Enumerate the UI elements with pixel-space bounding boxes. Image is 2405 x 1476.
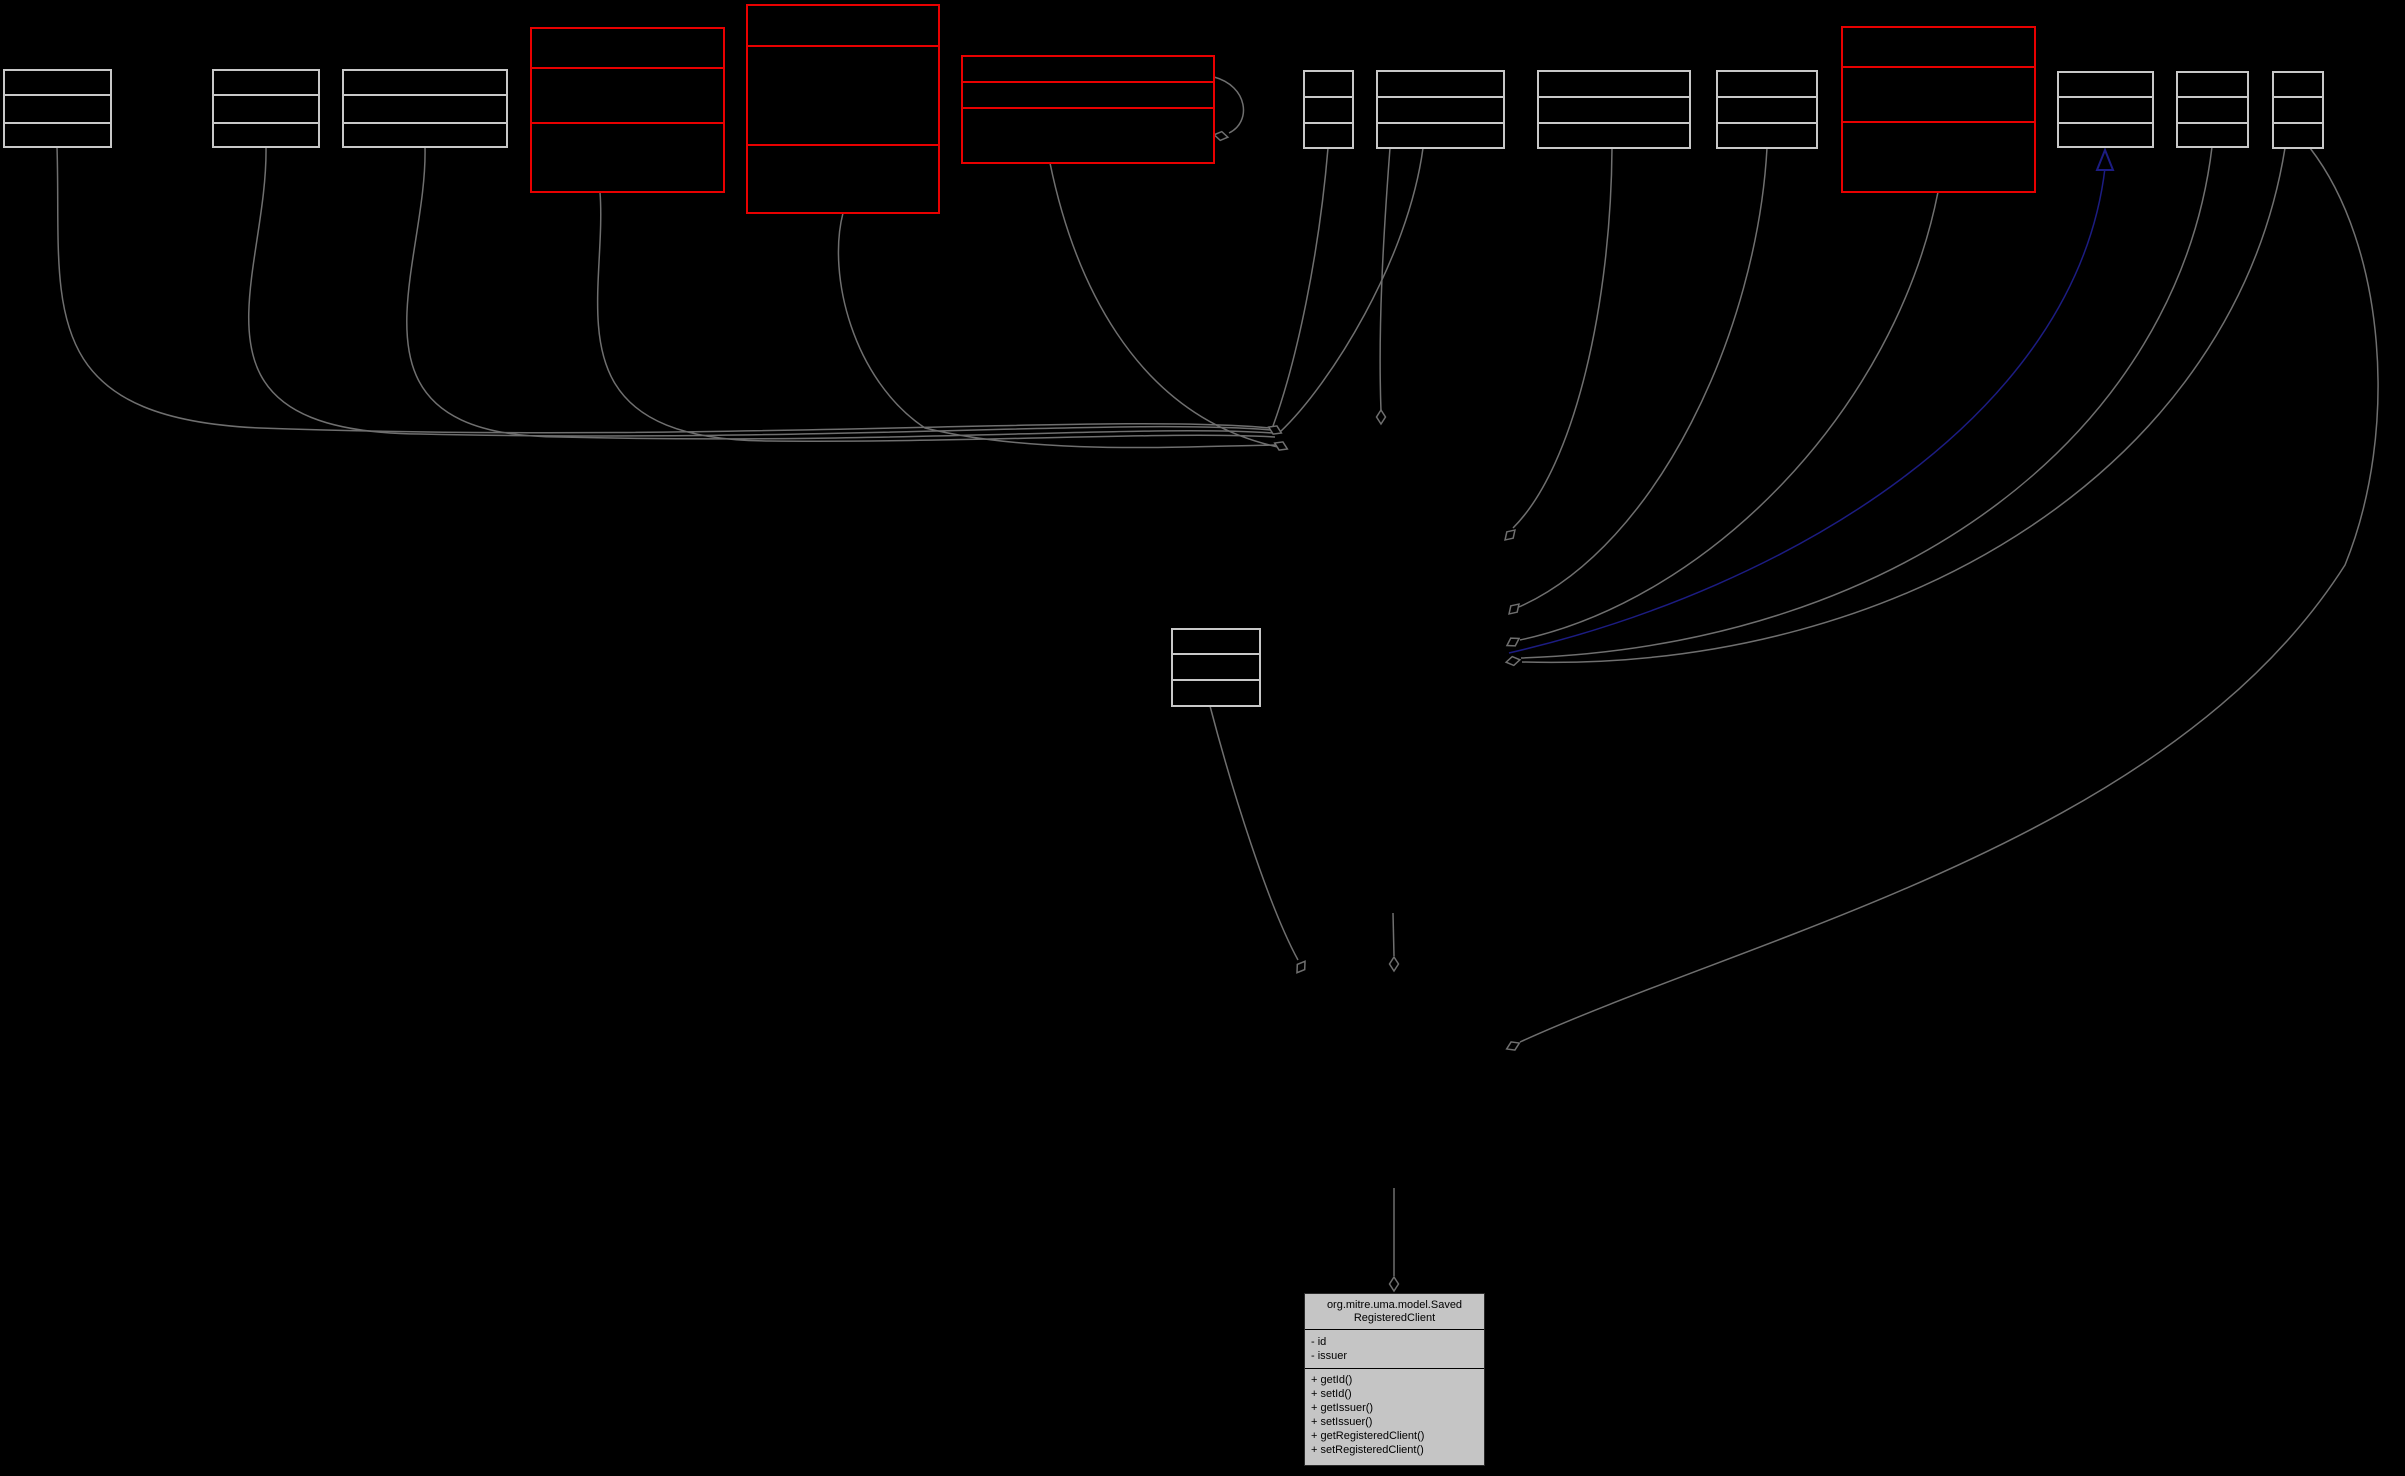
open-diamond-icon xyxy=(1375,408,1387,426)
aggregation-edge xyxy=(1279,147,1424,433)
aggregation-edge xyxy=(1379,147,1391,412)
class-method: + setIssuer() xyxy=(1311,1416,1373,1428)
class-method: + getIssuer() xyxy=(1311,1402,1374,1414)
aggregation-edge xyxy=(1392,912,1395,957)
aggregation-edge xyxy=(1519,191,1939,641)
class-node-13[interactable] xyxy=(2176,71,2249,148)
aggregation-edge xyxy=(1521,147,2286,664)
class-node-saved-registered-client: org.mitre.uma.model.Saved RegisteredClie… xyxy=(1304,1293,1485,1466)
aggregation-edge xyxy=(248,146,1272,437)
inheritance-edge xyxy=(1508,167,2106,654)
aggregation-edge xyxy=(406,146,1274,440)
class-node-7[interactable] xyxy=(1303,70,1354,149)
aggregation-edge xyxy=(596,191,1276,442)
aggregation-edge xyxy=(837,212,1279,449)
open-diamond-icon xyxy=(1508,603,1520,615)
class-node-4[interactable] xyxy=(530,27,725,193)
open-diamond-icon xyxy=(1388,1275,1400,1293)
class-node-3[interactable] xyxy=(342,69,508,148)
class-method: + getRegisteredClient() xyxy=(1311,1430,1425,1442)
class-node-1[interactable] xyxy=(3,69,112,148)
open-diamond-icon xyxy=(1267,425,1283,435)
class-methods: + getId() + setId() + getIssuer() + setIssu… xyxy=(1305,1369,1484,1457)
aggregation-edge xyxy=(1049,162,1279,448)
class-attribute: - issuer xyxy=(1311,1350,1348,1362)
class-node-12[interactable] xyxy=(2057,71,2154,148)
class-node-5[interactable] xyxy=(746,4,940,214)
inheritance-arrow-icon xyxy=(2095,147,2115,171)
class-attribute: - id xyxy=(1311,1336,1327,1348)
aggregation-edge xyxy=(1519,147,2379,1043)
aggregation-edge xyxy=(1520,146,2213,659)
open-diamond-icon xyxy=(1212,130,1230,142)
class-node-15[interactable] xyxy=(1171,628,1261,707)
aggregation-edge xyxy=(1272,147,1329,427)
open-diamond-icon xyxy=(1273,441,1289,451)
class-node-6[interactable] xyxy=(961,55,1215,164)
aggregation-edge xyxy=(1518,147,1768,608)
open-diamond-icon xyxy=(1504,529,1516,541)
class-node-8[interactable] xyxy=(1376,70,1505,149)
class-node-11[interactable] xyxy=(1841,26,2036,193)
aggregation-edge xyxy=(56,146,1271,434)
class-node-10[interactable] xyxy=(1716,70,1818,149)
open-diamond-icon xyxy=(1504,655,1522,667)
class-method: + setId() xyxy=(1311,1388,1352,1400)
open-diamond-icon xyxy=(1388,955,1400,973)
aggregation-edge xyxy=(1512,147,1613,529)
open-diamond-icon xyxy=(1505,637,1521,647)
class-method: + setRegisteredClient() xyxy=(1311,1444,1424,1456)
class-title-line2: RegisteredClient xyxy=(1353,1312,1436,1324)
open-diamond-icon xyxy=(1505,1041,1521,1051)
class-node-14[interactable] xyxy=(2272,71,2324,149)
aggregation-edge xyxy=(1209,705,1299,961)
open-diamond-icon xyxy=(1296,960,1306,974)
aggregation-edge xyxy=(1213,76,1245,134)
class-method: + getId() xyxy=(1311,1374,1353,1386)
class-node-9[interactable] xyxy=(1537,70,1691,149)
class-title: org.mitre.uma.model.Saved RegisteredClie… xyxy=(1305,1294,1484,1330)
class-node-2[interactable] xyxy=(212,69,320,148)
class-attributes: - id - issuer xyxy=(1305,1330,1484,1369)
class-title-line1: org.mitre.uma.model.Saved xyxy=(1326,1299,1463,1311)
